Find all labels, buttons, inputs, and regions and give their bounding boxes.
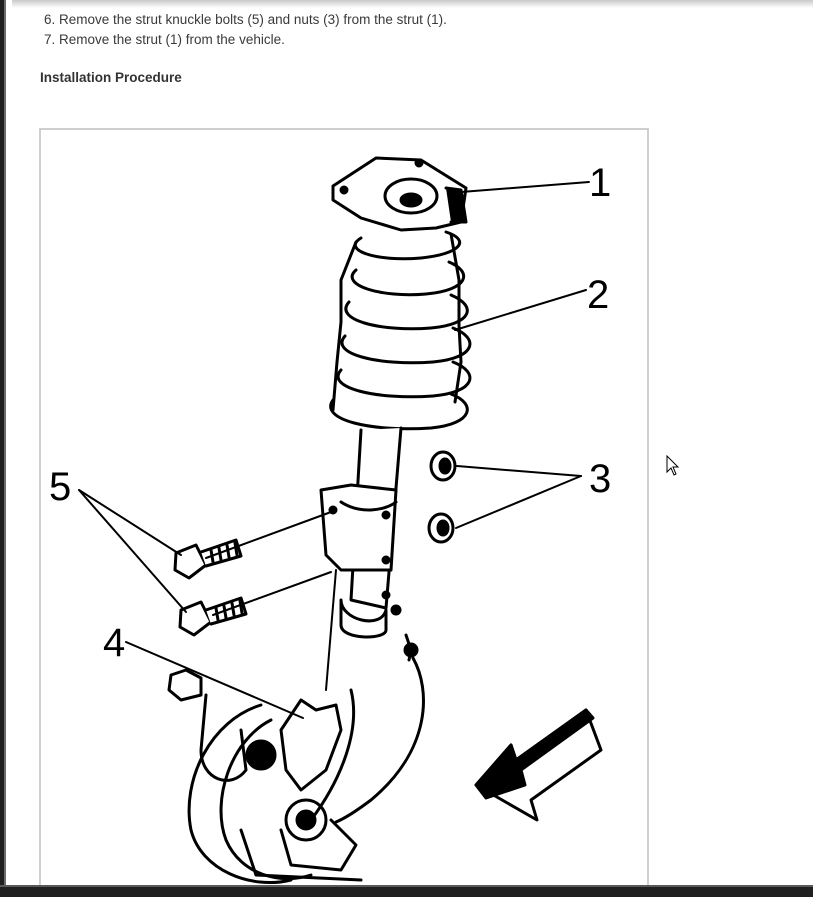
coil-spring-part xyxy=(329,230,472,431)
window-left-border-inner xyxy=(4,0,6,885)
window-left-border xyxy=(0,0,4,885)
mouse-pointer-icon xyxy=(666,455,680,476)
window-bottom-border xyxy=(0,885,813,897)
procedure-steps: 6. Remove the strut knuckle bolts (5) an… xyxy=(44,10,447,50)
strut-bolts-part xyxy=(173,538,248,637)
callout-2: 2 xyxy=(587,273,609,317)
callout-4: 4 xyxy=(103,621,125,665)
document-content[interactable]: 6. Remove the strut knuckle bolts (5) an… xyxy=(6,0,813,885)
strut-diagram: 1 2 3 4 5 xyxy=(49,156,611,885)
direction-arrow-icon xyxy=(474,708,603,822)
callout-3: 3 xyxy=(589,457,611,501)
callout-1: 1 xyxy=(589,161,611,205)
knuckle-hub-part xyxy=(167,668,363,885)
strut-diagram-figure: 1 2 3 4 5 xyxy=(39,128,649,885)
brake-hose-part xyxy=(334,604,425,824)
strut-mount-part xyxy=(331,156,468,232)
strut-nuts-part xyxy=(427,450,457,544)
step-7: 7. Remove the strut (1) from the vehicle… xyxy=(44,32,285,47)
top-shadow xyxy=(12,0,813,8)
leader-lines xyxy=(78,181,590,719)
callout-5: 5 xyxy=(49,465,71,509)
window-bottom-border-line xyxy=(0,885,813,887)
strut-tube-part xyxy=(319,426,403,639)
step-6: 6. Remove the strut knuckle bolts (5) an… xyxy=(44,12,447,27)
installation-procedure-heading: Installation Procedure xyxy=(40,70,182,85)
